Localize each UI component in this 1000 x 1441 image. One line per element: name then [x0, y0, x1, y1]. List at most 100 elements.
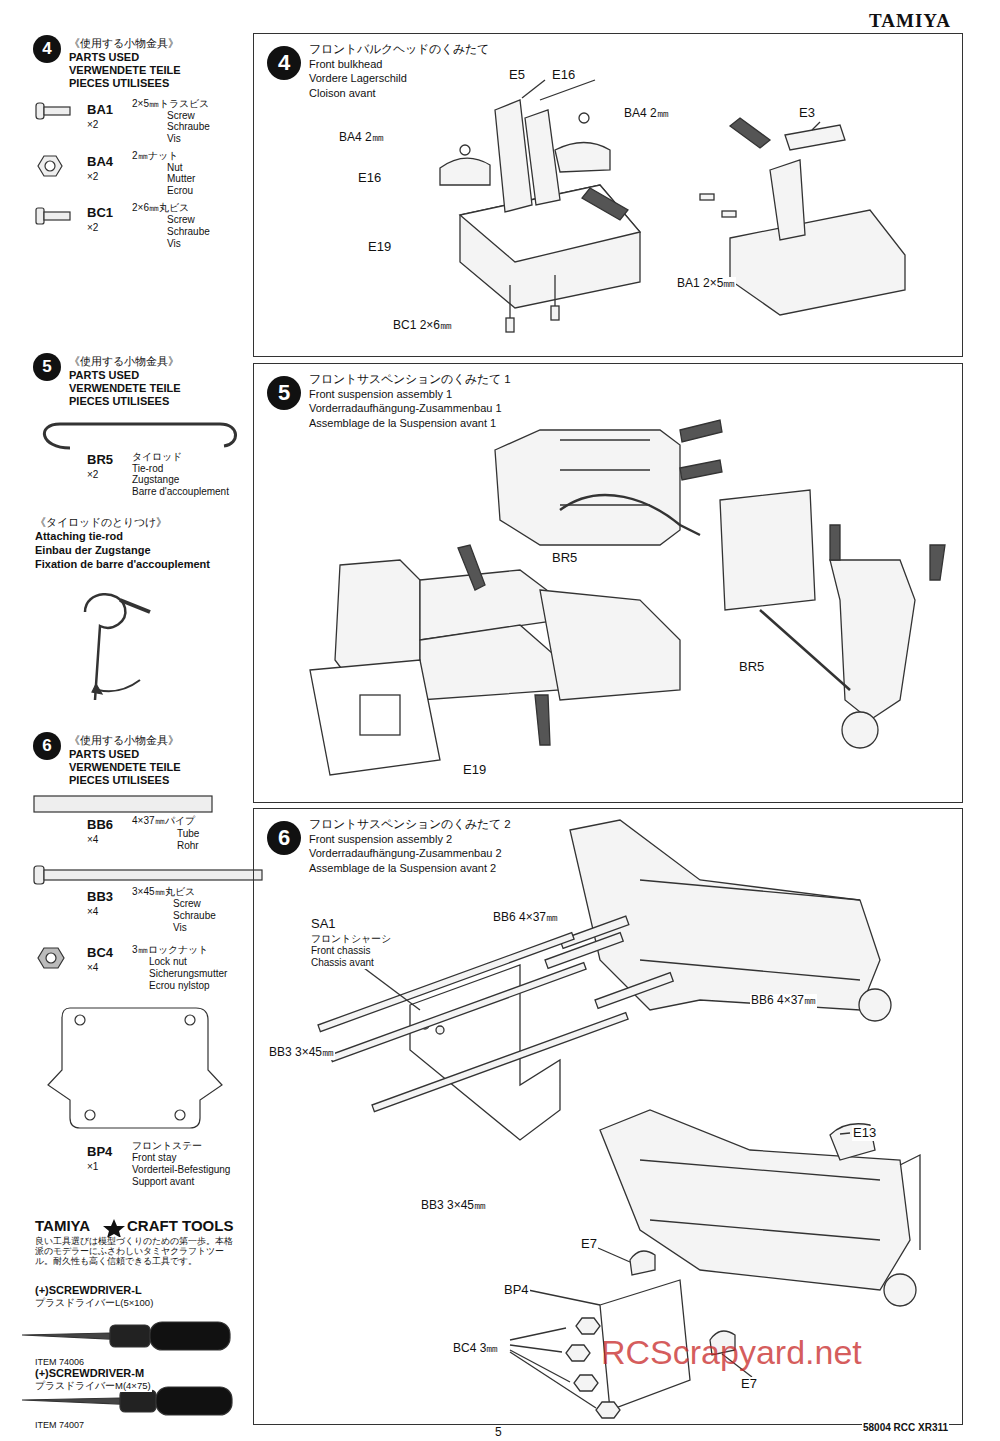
- parts-text: Schraube: [166, 121, 211, 133]
- step-title: Vordere Lagerschild: [308, 71, 490, 85]
- watermark: RCScrapyard.net: [600, 1333, 863, 1372]
- step-number: 6: [267, 821, 301, 855]
- part-code: BB6: [86, 818, 114, 833]
- bulkhead-drawing-part: [579, 113, 589, 123]
- bulkhead-drawing-part: [730, 118, 770, 148]
- parts-icons-part: [22, 1333, 110, 1339]
- part-code: Einbau der Zugstange: [34, 544, 152, 557]
- bulkhead-drawing-part: [495, 100, 532, 212]
- part-code: VERWENDETE TEILE: [68, 382, 182, 395]
- step-number: 4: [267, 46, 301, 80]
- brand-logo: TAMIYA: [868, 10, 952, 32]
- bulkhead-drawing-part: [460, 145, 470, 155]
- parts-icons-part: [38, 156, 62, 176]
- suspension-drawing-2-part: [574, 1375, 598, 1391]
- bulkhead-drawing-part: [722, 211, 736, 217]
- part-name: BB6 4×37㎜: [750, 994, 817, 1008]
- parts-text: Screw: [166, 110, 196, 122]
- parts-text: 4×37㎜パイプ: [131, 815, 196, 827]
- part-name: E13: [852, 1126, 877, 1141]
- suspension-drawing-1-part: [495, 430, 680, 545]
- suspension-drawing-2-part: [510, 1328, 566, 1340]
- parts-icons-part: [46, 953, 56, 963]
- parts-text: ×1: [86, 1161, 99, 1173]
- bulkhead-drawing-part: [582, 188, 628, 220]
- parts-text: 《使用する小物金具》: [68, 37, 180, 50]
- parts-text: プラスドライバーM(4×75): [34, 1381, 152, 1392]
- parts-step-number: 5: [33, 353, 61, 381]
- part-code: BA4: [86, 155, 114, 170]
- parts-text: Rohr: [176, 840, 200, 852]
- suspension-drawing-1-part: [842, 712, 878, 748]
- parts-icons-part: [110, 1325, 150, 1347]
- part-name: BA4 2㎜: [338, 131, 385, 145]
- suspension-drawing-1-part: [310, 660, 440, 775]
- parts-text: Mutter: [166, 173, 196, 185]
- suspension-drawing-2-part: [528, 1290, 600, 1305]
- step-number-text: 4: [42, 39, 51, 59]
- part-code: PARTS USED: [68, 748, 140, 761]
- parts-text: ×4: [86, 962, 99, 974]
- parts-text: Ecrou: [166, 185, 194, 197]
- step-title: Front suspension assembly 1: [308, 387, 512, 401]
- panel-title: フロントバルクヘッドのくみたてFront bulkheadVordere Lag…: [308, 42, 490, 100]
- part-name: E3: [798, 106, 816, 121]
- part-code: PIECES UTILISEES: [68, 77, 170, 90]
- parts-text: Front stay: [131, 1152, 177, 1164]
- parts-text: プラスドライバーL(5×100): [34, 1298, 154, 1309]
- suspension-drawing-1-part: [760, 610, 850, 690]
- suspension-drawing-2-part: [570, 820, 880, 1010]
- parts-text: ×2: [86, 222, 99, 234]
- parts-text: Tube: [176, 828, 200, 840]
- parts-text: ×2: [86, 119, 99, 131]
- parts-text: Screw: [166, 214, 196, 226]
- parts-text: 3㎜ロックナット: [131, 944, 209, 956]
- suspension-drawing-1: [310, 420, 945, 775]
- step-title: Assemblage de la Suspension avant 2: [308, 861, 512, 875]
- bulkhead-drawing-part: [554, 275, 555, 306]
- parts-text: Vis: [166, 133, 182, 145]
- part-name: BB3 3×45㎜: [268, 1046, 335, 1060]
- parts-text: 3×45㎜丸ビス: [131, 886, 196, 898]
- suspension-drawing-2-part: [600, 1110, 910, 1290]
- part-code: PARTS USED: [68, 369, 140, 382]
- suspension-drawing-2-part: [436, 1026, 444, 1034]
- bulkhead-drawing-part: [540, 80, 595, 100]
- part-name: BP4: [503, 1283, 530, 1298]
- step-number-text: 6: [278, 825, 290, 851]
- bulkhead-drawing-part: [785, 125, 845, 150]
- parts-text: 2×6㎜丸ビス: [131, 202, 190, 214]
- parts-text: Schraube: [172, 910, 217, 922]
- step-number-text: 6: [42, 736, 51, 756]
- parts-text: ×2: [86, 171, 99, 183]
- suspension-drawing-1-part: [830, 525, 840, 560]
- bulkhead-drawing-part: [509, 285, 510, 318]
- parts-icons-part: [175, 1110, 185, 1120]
- suspension-drawing-2-part: [510, 1345, 562, 1352]
- suspension-drawing-2-part: [900, 1155, 920, 1250]
- part-name: BR5: [551, 551, 578, 566]
- suspension-drawing-2-part: [560, 916, 629, 948]
- page-number: 5: [494, 1426, 503, 1440]
- step-number-text: 5: [42, 357, 51, 377]
- suspension-drawing-1-part: [420, 625, 560, 700]
- parts-text: ITEM 74006: [34, 1357, 85, 1367]
- brand-logo: TAMIYA: [34, 1217, 91, 1234]
- parts-text: ×4: [86, 906, 99, 918]
- parts-icons-part: [103, 1219, 125, 1238]
- parts-text: 《使用する小物金具》: [68, 355, 180, 368]
- part-code: PIECES UTILISEES: [68, 395, 170, 408]
- parts-icons-part: [44, 424, 235, 448]
- suspension-drawing-2-part: [640, 880, 860, 980]
- parts-text: ITEM 74007: [34, 1420, 85, 1430]
- step-title: フロントバルクヘッドのくみたて: [308, 42, 490, 57]
- parts-icons-part: [38, 948, 64, 968]
- item-code: 58004 RCC XR311: [862, 1422, 949, 1434]
- suspension-drawing-1-part: [680, 420, 722, 442]
- bulkhead-drawing-part: [460, 185, 640, 308]
- part-code: BR5: [86, 453, 114, 468]
- panel-title: フロントサスペンションのくみたて 2Front suspension assem…: [308, 817, 512, 875]
- suspension-drawing-2-part: [598, 1248, 630, 1262]
- part-code: Fixation de barre d'accouplement: [34, 558, 211, 571]
- step-title: フロントサスペンションのくみたて 2: [308, 817, 512, 832]
